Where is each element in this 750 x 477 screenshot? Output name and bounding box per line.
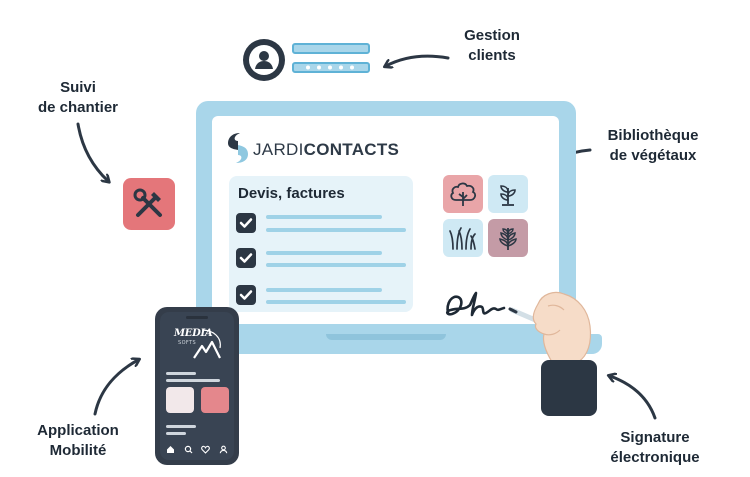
avatar <box>243 39 285 81</box>
user-icon[interactable] <box>219 445 228 454</box>
phone-speaker <box>186 316 208 319</box>
phone-nav-bar <box>164 442 230 456</box>
plant-tile-tree[interactable] <box>443 175 483 213</box>
plant-tile-grass[interactable] <box>443 219 483 257</box>
sapling-icon <box>499 228 517 250</box>
search-icon[interactable] <box>184 445 193 454</box>
tools-icon <box>133 188 162 217</box>
plant-tile-sprout[interactable] <box>488 175 528 213</box>
logo-text-light: JARDI <box>253 140 304 159</box>
label-gestion-clients-line2: clients <box>468 47 516 64</box>
profile-password-bar <box>292 62 370 73</box>
jardicontacts-logo-icon <box>228 133 248 163</box>
phone-card-right[interactable] <box>201 387 229 413</box>
phone-brand-logo: MEDIA SOFTS <box>172 326 224 362</box>
phone-brand-bottom: SOFTS <box>178 340 197 346</box>
home-icon[interactable] <box>166 445 175 454</box>
label-signature-line1: Signature <box>620 429 690 446</box>
tree-icon <box>450 182 477 206</box>
phone-text-line-4 <box>166 432 186 435</box>
label-application-mobilite: Application Mobilité <box>24 421 132 461</box>
plant-tile-sapling[interactable] <box>488 219 528 257</box>
grass-icon <box>449 227 476 250</box>
arrow-signature <box>610 376 657 420</box>
phone-text-line-1 <box>166 372 196 375</box>
password-dots <box>306 65 354 70</box>
arrow-suivi-chantier <box>76 122 108 181</box>
user-icon <box>249 45 279 75</box>
devis-title: Devis, factures <box>238 185 345 202</box>
label-suivi-chantier: Suivi de chantier <box>28 78 128 118</box>
devis-checkbox-2[interactable] <box>236 248 256 268</box>
devis-checkbox-1[interactable] <box>236 213 256 233</box>
app-logo-text: JARDICONTACTS <box>253 140 399 160</box>
sprout-icon <box>500 185 516 206</box>
arrow-application <box>93 360 138 416</box>
phone-text-line-3 <box>166 425 196 428</box>
label-suivi-chantier-line2: de chantier <box>37 99 119 116</box>
phone-card-left[interactable] <box>166 387 194 413</box>
checkmark-icon <box>239 218 253 228</box>
devis-line-1a <box>266 215 382 219</box>
logo-text-bold: CONTACTS <box>303 140 400 159</box>
label-signature-electronique: Signature électronique <box>596 428 714 468</box>
devis-line-2b <box>266 263 406 267</box>
phone-screen <box>160 312 234 460</box>
label-application-line1: Application <box>37 422 119 439</box>
phone-text-line-2 <box>166 379 220 382</box>
label-signature-line2: électronique <box>610 449 700 466</box>
label-gestion-clients-line1: Gestion <box>464 27 520 44</box>
label-bibliotheque-vegetaux: Bibliothèque de végétaux <box>592 126 714 166</box>
phone-brand-top: MEDIA <box>174 328 213 339</box>
label-application-line2: Mobilité <box>49 442 107 459</box>
devis-line-3b <box>266 300 406 304</box>
label-bibliotheque-line1: Bibliothèque <box>607 127 699 144</box>
sleeve-cuff <box>541 360 597 416</box>
checkmark-icon <box>239 253 253 263</box>
checkmark-icon <box>239 290 253 300</box>
signature-scribble <box>445 291 506 317</box>
brand-mountain-icon <box>193 329 221 359</box>
tool-tile <box>123 178 175 230</box>
label-suivi-chantier-line1: Suivi <box>60 79 96 96</box>
hand-with-pen <box>508 291 592 363</box>
devis-checkbox-3[interactable] <box>236 285 256 305</box>
devis-line-2a <box>266 251 382 255</box>
devis-line-3a <box>266 288 382 292</box>
profile-name-bar <box>292 43 370 54</box>
laptop-notch <box>326 334 446 340</box>
arrow-gestion-clients <box>386 54 450 66</box>
devis-line-1b <box>266 228 406 232</box>
laptop-base <box>170 334 602 354</box>
label-gestion-clients: Gestion clients <box>452 26 532 66</box>
label-bibliotheque-line2: de végétaux <box>609 147 697 164</box>
heart-icon[interactable] <box>201 445 211 454</box>
